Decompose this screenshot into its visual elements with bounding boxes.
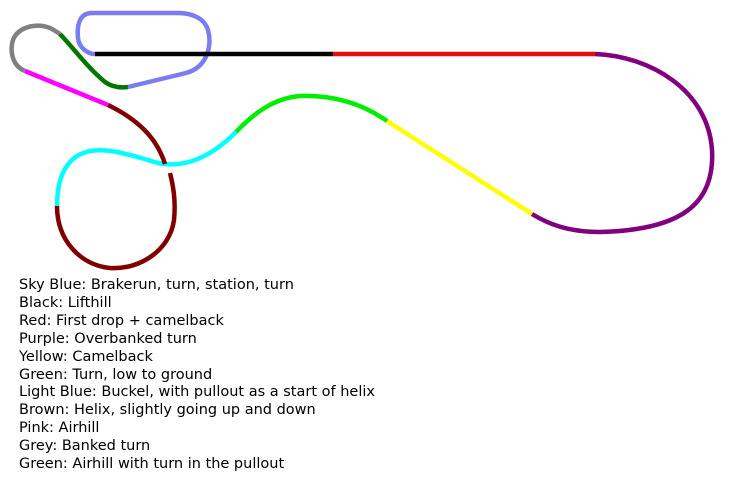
track-segment-brown-lower (54, 172, 177, 271)
legend-item-yellow: Yellow: Camelback (19, 348, 153, 365)
track-segment-green-airhill (58, 32, 129, 90)
track-segment-pink (24, 68, 109, 108)
track-segment-brown-upper (107, 102, 168, 165)
legend-item-light-blue: Light Blue: Buckel, with pullout as a st… (19, 384, 375, 401)
track-segment-yellow (385, 119, 534, 216)
legend-item-green-turn: Green: Turn, low to ground (19, 366, 213, 383)
legend-item-pink: Pink: Airhill (19, 420, 100, 437)
track-segment-light-blue (54, 130, 238, 207)
track-segment-green-turn (234, 93, 389, 134)
legend-item-sky-blue: Sky Blue: Brakerun, turn, station, turn (19, 277, 294, 293)
track-segment-grey (9, 23, 62, 74)
legend-item-black: Black: Lifthill (19, 294, 112, 311)
track-segment-purple (530, 51, 715, 235)
track-segment-sky-blue (75, 10, 212, 90)
legend-item-red: Red: First drop + camelback (19, 312, 224, 329)
legend-item-brown: Brown: Helix, slightly going up and down (19, 402, 316, 419)
legend-item-green-airhill: Green: Airhill with turn in the pullout (19, 456, 285, 473)
legend-item-grey: Grey: Banked turn (19, 438, 151, 455)
legend-item-purple: Purple: Overbanked turn (19, 330, 197, 347)
legend: Sky Blue: Brakerun, turn, station, turn … (19, 277, 375, 474)
